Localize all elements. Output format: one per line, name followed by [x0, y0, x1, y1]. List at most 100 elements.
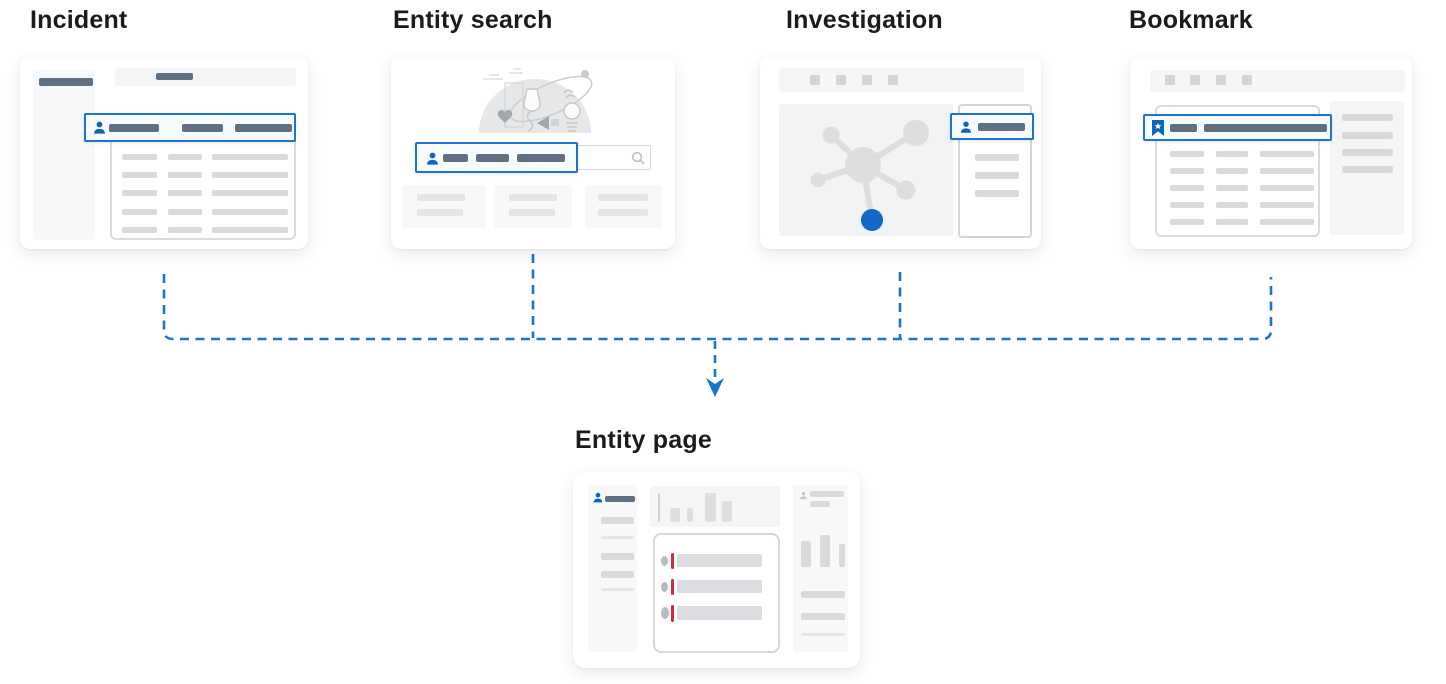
bookmark-side-panel-skeleton — [1330, 101, 1404, 235]
arrowhead-icon — [706, 378, 724, 397]
incident-table-skeleton — [110, 124, 296, 240]
entity-name-bar — [182, 124, 223, 132]
skeleton-bar — [801, 633, 845, 636]
skeleton-bar — [677, 606, 762, 620]
skeleton-bar — [1260, 185, 1314, 191]
skeleton-bar — [122, 172, 157, 178]
skeleton-bar — [168, 190, 202, 196]
skeleton-bar — [168, 154, 202, 160]
skeleton-bar — [212, 172, 288, 178]
toolbar-square — [1190, 75, 1200, 85]
entity-page-card — [573, 472, 860, 668]
chart-bar — [705, 493, 716, 522]
skeleton-bar — [417, 194, 465, 201]
skeleton-bar — [810, 491, 844, 497]
skeleton-bar — [212, 190, 288, 196]
skeleton-bar — [975, 172, 1019, 179]
graph-node[interactable] — [822, 126, 840, 144]
skeleton-bar — [801, 591, 845, 598]
chart-axis-line — [658, 493, 660, 522]
incident-selected-entity-row — [84, 113, 296, 142]
selected-entity-node[interactable] — [861, 209, 883, 231]
search-selected-entity — [415, 142, 578, 173]
skeleton-bar — [677, 554, 762, 567]
skeleton-bar — [168, 227, 202, 233]
graph-node[interactable] — [810, 172, 826, 188]
entity-graph — [810, 120, 929, 231]
chart-bar — [722, 501, 732, 522]
bookmark-toolbar-skeleton — [1150, 70, 1405, 92]
skeleton-bar — [1216, 202, 1248, 208]
skeleton-bar — [1260, 151, 1314, 157]
entity-search-title: Entity search — [393, 6, 553, 34]
bookmark-selected-row — [1143, 114, 1332, 141]
person-icon — [427, 152, 438, 165]
entity-name-bar — [1170, 124, 1197, 132]
skeleton-bar — [601, 588, 634, 591]
toolbar-square — [888, 75, 898, 85]
science-illustration — [479, 68, 593, 133]
skeleton-bar — [39, 78, 93, 86]
skeleton-bar — [1216, 185, 1248, 191]
skeleton-bar — [1342, 114, 1393, 121]
skeleton-bar — [122, 190, 157, 196]
investigation-card — [760, 57, 1041, 249]
search-icon[interactable] — [631, 151, 645, 165]
investigation-title: Investigation — [786, 6, 943, 34]
skeleton-bar — [212, 154, 288, 160]
entity-name-bar — [1204, 124, 1327, 132]
entity-name-bar — [235, 124, 292, 132]
entity-name-bar — [517, 154, 565, 162]
skeleton-bar — [1216, 168, 1248, 174]
toolbar-square — [836, 75, 846, 85]
graph-node[interactable] — [845, 147, 881, 183]
skeleton-bar — [1170, 219, 1204, 225]
chart-bar — [670, 508, 680, 522]
skeleton-bar — [509, 209, 555, 216]
bracket-connector-path — [162, 274, 1273, 341]
skeleton-bar — [156, 73, 193, 80]
skeleton-bar — [122, 209, 157, 215]
incident-card — [20, 57, 308, 249]
skeleton-bar — [601, 536, 634, 539]
graph-node[interactable] — [896, 180, 916, 200]
person-icon — [94, 121, 105, 134]
severity-marker — [671, 553, 674, 569]
result-tile-skeleton — [402, 185, 486, 228]
skeleton-bar — [1170, 168, 1204, 174]
skeleton-bar — [1342, 166, 1393, 173]
bookmark-card — [1130, 57, 1412, 249]
incident-title: Incident — [30, 6, 128, 34]
skeleton-bar — [1342, 149, 1393, 156]
skeleton-bar — [122, 227, 157, 233]
skeleton-bar — [1260, 202, 1314, 208]
entity-name-bar — [605, 496, 635, 502]
investigation-toolbar-skeleton — [779, 68, 1024, 92]
graph-node[interactable] — [903, 120, 929, 146]
skeleton-bar — [601, 553, 634, 560]
investigation-selected-entity-row — [950, 113, 1034, 140]
entity-page-title: Entity page — [575, 426, 712, 454]
skeleton-bar — [212, 227, 288, 233]
skeleton-bar — [1216, 219, 1248, 225]
toolbar-square — [810, 75, 820, 85]
skeleton-bar — [1216, 151, 1248, 157]
skeleton-bar — [975, 154, 1019, 161]
skeleton-bar — [601, 571, 634, 578]
skeleton-bar — [122, 154, 157, 160]
entity-search-card — [391, 57, 675, 249]
incident-topbar-skeleton — [115, 68, 296, 86]
bookmark-icon — [1152, 120, 1164, 136]
bookmark-title: Bookmark — [1129, 6, 1253, 34]
person-icon — [800, 491, 807, 500]
severity-marker — [671, 579, 674, 595]
alert-dot — [661, 607, 669, 619]
skeleton-bar — [212, 209, 288, 215]
entity-name-bar — [443, 154, 468, 162]
skeleton-bar — [1170, 185, 1204, 191]
chart-bar — [801, 541, 811, 567]
insights-panel-skeleton — [793, 485, 848, 652]
chart-bar — [820, 535, 830, 567]
skeleton-bar — [417, 209, 463, 216]
